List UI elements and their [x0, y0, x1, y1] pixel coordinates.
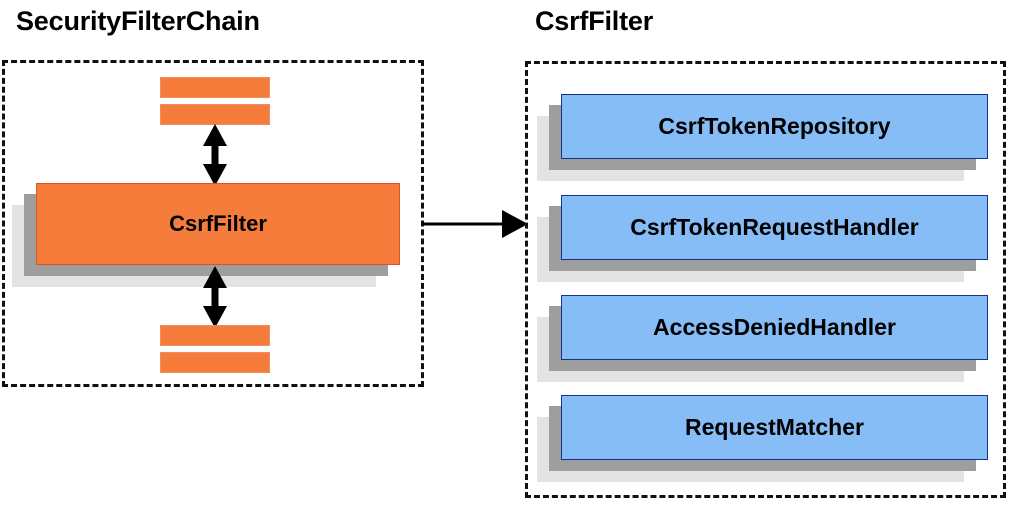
- card-label: CsrfTokenRepository: [658, 113, 891, 139]
- card-face[interactable]: CsrfTokenRepository: [561, 94, 988, 159]
- csrf-filter-container: [525, 61, 1006, 498]
- card-face[interactable]: RequestMatcher: [561, 395, 988, 460]
- collaborator-card-request-matcher[interactable]: RequestMatcher: [537, 395, 988, 482]
- page-title-security-filter-chain: SecurityFilterChain: [16, 6, 260, 36]
- filter-bar-bottom-1: [160, 325, 270, 346]
- csrf-filter-card-label: CsrfFilter: [169, 211, 267, 236]
- card-face[interactable]: CsrfTokenRequestHandler: [561, 195, 988, 260]
- filter-bar-top-1: [160, 77, 270, 98]
- filter-bar-bottom-2: [160, 352, 270, 373]
- csrf-filter-card-face[interactable]: CsrfFilter: [36, 183, 400, 265]
- card-label: RequestMatcher: [685, 414, 864, 440]
- collaborator-card-access-denied-handler[interactable]: AccessDeniedHandler: [537, 295, 988, 382]
- filter-bar-top-2: [160, 104, 270, 125]
- collaborator-card-csrf-token-request-handler[interactable]: CsrfTokenRequestHandler: [537, 195, 988, 282]
- card-label: AccessDeniedHandler: [653, 314, 896, 340]
- collaborator-card-csrf-token-repository[interactable]: CsrfTokenRepository: [537, 94, 988, 181]
- arrow-top-bidirectional: [203, 124, 227, 186]
- arrow-bottom-bidirectional: [203, 266, 227, 328]
- arrow-left-to-right: [422, 210, 528, 238]
- card-face[interactable]: AccessDeniedHandler: [561, 295, 988, 360]
- page-title-csrf-filter: CsrfFilter: [535, 6, 654, 36]
- csrf-filter-card[interactable]: CsrfFilter: [12, 183, 424, 287]
- card-label: CsrfTokenRequestHandler: [630, 214, 919, 240]
